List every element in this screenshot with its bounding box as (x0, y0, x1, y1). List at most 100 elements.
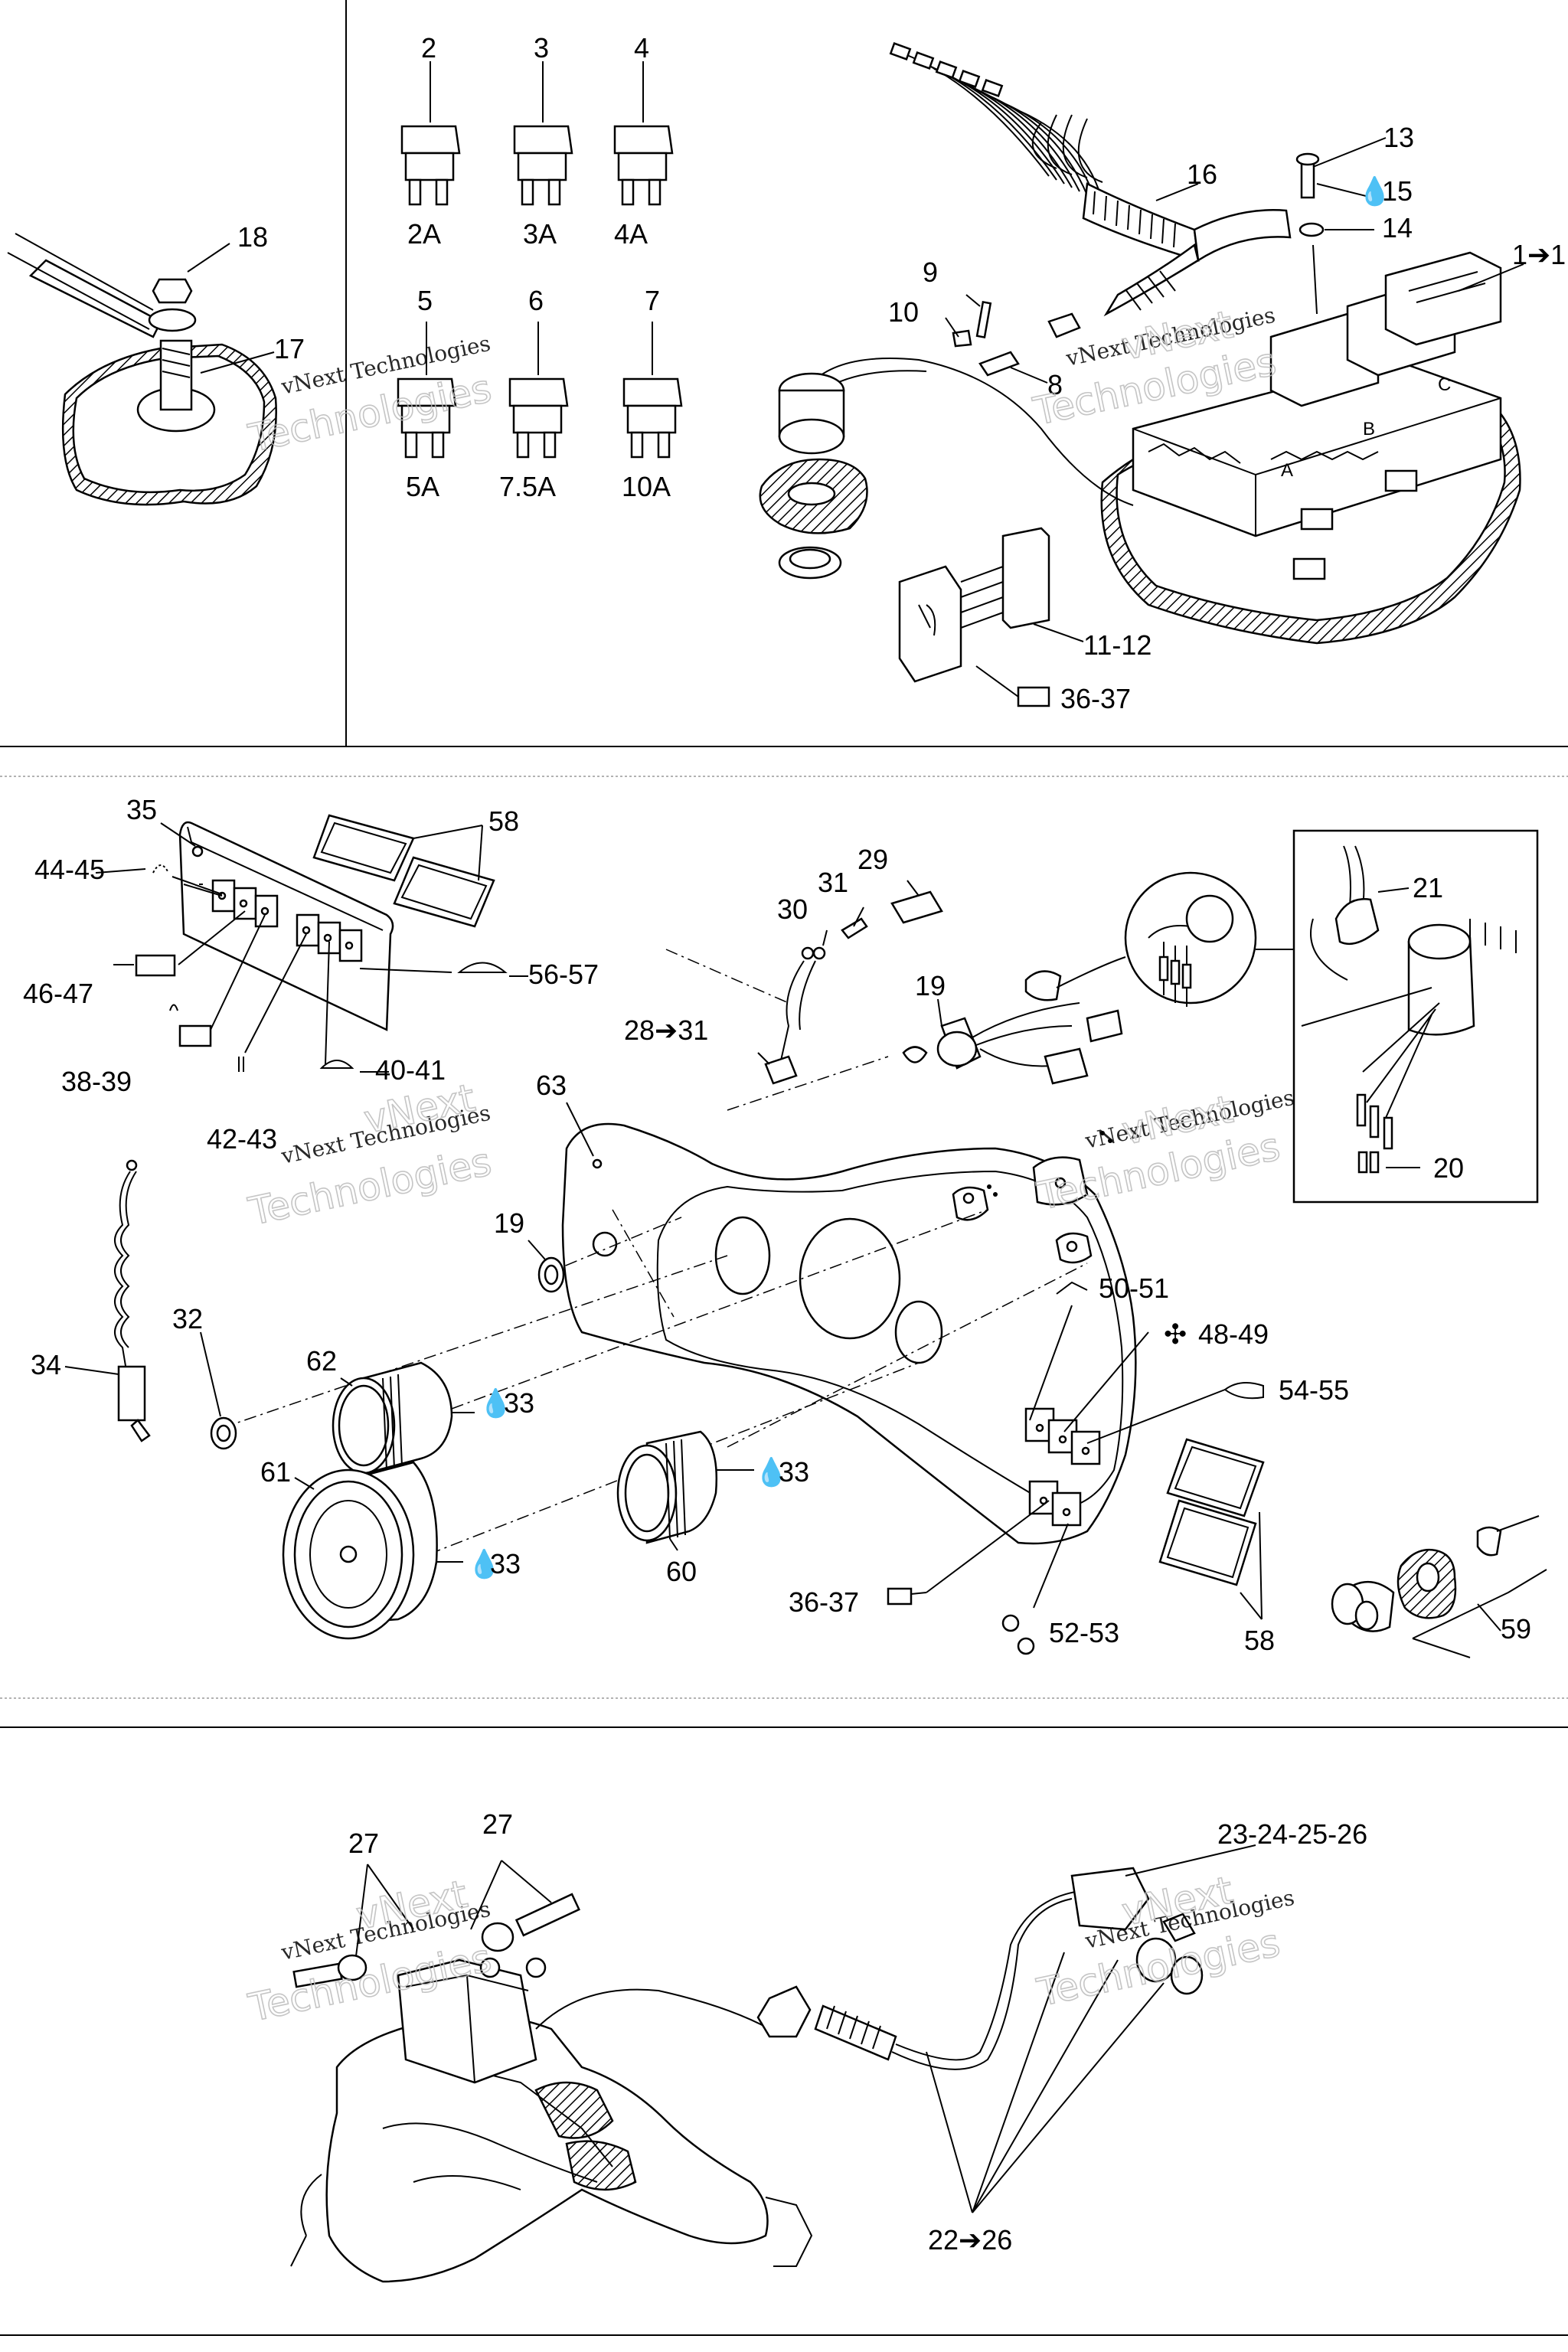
console-right-leaders (887, 1281, 1264, 1609)
label-20: 20 (1433, 1152, 1464, 1184)
relay-11-12 (898, 527, 1084, 697)
fuse-3-number: 3 (534, 32, 549, 64)
drop-icon-33c: 💧 (754, 1456, 789, 1488)
ground-stud-assembly (7, 233, 277, 506)
detail-box (1292, 829, 1539, 1204)
fuse-2-rating: 2A (407, 218, 441, 250)
fuse-7-rating: 10A (622, 471, 671, 502)
grommet-and-nut (759, 358, 1134, 580)
label-19-bottom: 19 (494, 1207, 524, 1239)
label-14: 14 (1382, 212, 1413, 243)
fuse-2 (400, 61, 461, 206)
label-34: 34 (31, 1349, 61, 1380)
label-18: 18 (237, 221, 268, 253)
fuse-box-assembly (1100, 251, 1521, 645)
fuse-group (397, 61, 683, 459)
fuse-4-number: 4 (634, 32, 649, 64)
screw-13 (1295, 137, 1387, 315)
speed-sensor-22-26 (535, 1844, 1256, 2213)
label-30: 30 (777, 893, 808, 925)
gauge-62 (332, 1361, 475, 1475)
decal-58-bottom (1158, 1438, 1265, 1620)
gauge-brackets (952, 1131, 1112, 1264)
label-8: 8 (1047, 369, 1063, 400)
instrument-console-63 (561, 1122, 1137, 1545)
label-62: 62 (306, 1345, 337, 1377)
label-33-c: 33 (779, 1456, 809, 1488)
label-44-45: 44-45 (34, 854, 105, 885)
wiring-harness-16 (889, 42, 1292, 317)
ignition-switch-19 (902, 956, 1126, 1085)
fuse-4 (613, 61, 674, 206)
label-13: 13 (1383, 122, 1414, 153)
label-27-right: 27 (482, 1808, 513, 1840)
anchor-icon-52-53 (1017, 1637, 1035, 1655)
label-9: 9 (923, 256, 938, 288)
connector-9-10-8 (945, 294, 1081, 384)
label-58-top: 58 (488, 805, 519, 837)
label-15: 15 (1382, 175, 1413, 207)
label-17: 17 (274, 333, 305, 364)
label-40-41: 40-41 (375, 1054, 446, 1086)
label-10: 10 (888, 296, 919, 328)
washer-19-and-32 (200, 1240, 565, 1450)
label-63: 63 (536, 1070, 567, 1101)
label-48-49: 48-49 (1198, 1318, 1269, 1350)
fusebox-slot-b: B (1363, 419, 1375, 439)
label-60: 60 (666, 1556, 697, 1587)
label-32: 32 (172, 1303, 203, 1334)
label-23-24-25-26: 23-24-25-26 (1217, 1818, 1367, 1850)
label-54-55: 54-55 (1279, 1374, 1349, 1406)
label-50-51: 50-51 (1099, 1272, 1169, 1304)
fuse-4-rating: 4A (614, 218, 648, 250)
decal-58-top (312, 814, 495, 928)
gear-icon-52-53 (1001, 1614, 1020, 1632)
label-36-37-top: 36-37 (1060, 683, 1131, 714)
label-29: 29 (858, 844, 888, 875)
fusebox-slot-c: C (1438, 374, 1451, 395)
label-36-37-mid: 36-37 (789, 1586, 859, 1618)
label-31: 31 (818, 867, 848, 898)
label-19-top: 19 (915, 970, 946, 1001)
fan-icon-48-49: ✣ (1164, 1318, 1187, 1350)
fuse-2-number: 2 (421, 32, 436, 64)
bracket-assembly (290, 1893, 813, 2283)
fuse-7 (622, 322, 683, 459)
label-28-to-31: 28➔31 (624, 1014, 708, 1046)
fuse-5-number: 5 (417, 285, 433, 316)
fuse-5-rating: 5A (406, 471, 439, 502)
label-52-53: 52-53 (1049, 1617, 1119, 1648)
drop-icon-33b: 💧 (467, 1548, 501, 1579)
fuse-6-rating: 7.5A (499, 471, 556, 502)
label-27-left: 27 (348, 1828, 379, 1859)
label-35: 35 (126, 794, 157, 825)
label-1-to-1: 1➔1 (1512, 239, 1566, 270)
label-42-43: 42-43 (207, 1123, 277, 1155)
label-22-to-26: 22➔26 (928, 2224, 1012, 2256)
switch-panel-leaders (95, 864, 528, 1073)
label-56-57: 56-57 (528, 959, 599, 990)
accessory-socket-59 (1331, 1515, 1547, 1658)
label-58-bottom: 58 (1244, 1625, 1275, 1656)
label-16: 16 (1187, 158, 1217, 190)
bracket-leaders (355, 1860, 552, 1957)
fuse-6-number: 6 (528, 285, 544, 316)
fuse-7-number: 7 (645, 285, 660, 316)
drop-icon-15: 💧 (1357, 175, 1392, 207)
label-33-b: 33 (490, 1548, 521, 1579)
fuse-3-rating: 3A (523, 218, 557, 250)
fuse-5 (397, 322, 457, 459)
label-11-12: 11-12 (1083, 629, 1152, 661)
battery-icon-top (1017, 686, 1050, 707)
label-46-47: 46-47 (23, 978, 93, 1009)
label-61: 61 (260, 1456, 291, 1488)
fuse-6 (508, 322, 569, 459)
label-38-39: 38-39 (61, 1066, 132, 1097)
fuse-3 (513, 61, 573, 206)
gauge-60 (616, 1430, 754, 1551)
label-21: 21 (1413, 872, 1443, 903)
ignition-harness (757, 880, 943, 1085)
battery-icon-mid (887, 1587, 913, 1606)
